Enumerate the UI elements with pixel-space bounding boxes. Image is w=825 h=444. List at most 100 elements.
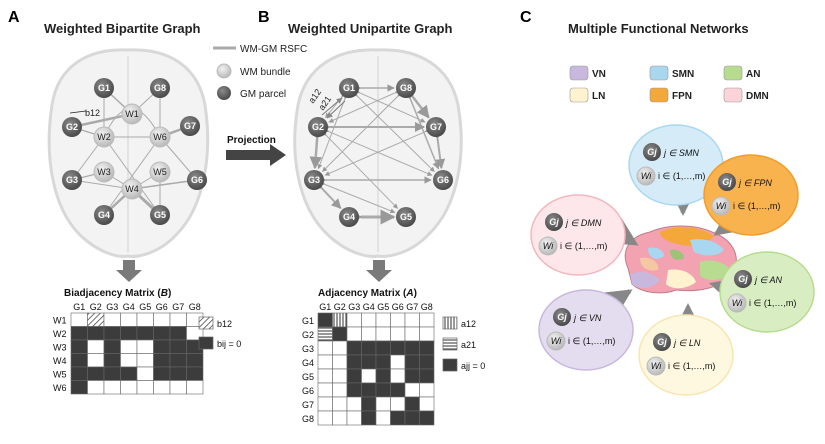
cell-w6-g7 [169, 380, 187, 395]
col-header-g6: G6 [392, 302, 404, 312]
cell-w2-g5 [136, 326, 154, 341]
legend-net-dmn: DMN [746, 91, 769, 102]
legend-swatch-vn [569, 65, 589, 81]
legend-swatch-dark [442, 358, 458, 372]
node-label: G2 [312, 122, 324, 132]
legend-net-ln: LN [592, 91, 605, 102]
cell-w5-g3 [103, 366, 121, 381]
wm-range: i ∈ (1,…,m) [733, 201, 780, 211]
gm-node-label: G1 [98, 83, 110, 93]
panel-b-letter: B [258, 9, 270, 26]
row-header-g4: G4 [302, 358, 314, 368]
gm-node-g7 [180, 116, 200, 136]
gm-icon-label: Gj [722, 177, 732, 187]
cell-g5-g7 [404, 368, 420, 384]
wm-node-label: W3 [97, 167, 111, 177]
legend-swatch-fpn [649, 87, 669, 103]
panel-a-letter: A [8, 9, 20, 26]
cell-w6-g2 [87, 380, 105, 395]
network-membership: j ∈ AN [754, 275, 783, 285]
network-membership: j ∈ DMN [565, 218, 602, 228]
cell-g7-g3 [346, 396, 362, 412]
legend-swatch-diag [198, 316, 214, 330]
wm-node-w4 [121, 178, 143, 200]
cell-g8-g6 [390, 410, 406, 426]
node-label: G4 [343, 212, 355, 222]
cell-g5-g5 [375, 368, 391, 384]
node-label: G5 [400, 212, 412, 222]
gm-icon-label: Gj [549, 217, 559, 227]
wm-icon-label: Wi [543, 241, 554, 251]
cell-w1-g7 [169, 312, 187, 327]
projection: Projection [226, 135, 286, 166]
node-g1 [339, 78, 359, 98]
cell-g2-g1 [317, 326, 333, 342]
row-header-w2: W2 [53, 329, 67, 339]
wm-icon [636, 166, 656, 186]
cell-g2-g5 [375, 326, 391, 342]
cell-g7-g8 [419, 396, 435, 412]
col-header-g4: G4 [363, 302, 375, 312]
row-header-g1: G1 [302, 316, 314, 326]
cell-g8-g7 [404, 410, 420, 426]
cell-g7-g1 [317, 396, 333, 412]
cell-g7-g6 [390, 396, 406, 412]
cell-g4-g7 [404, 354, 420, 370]
projection-label: Projection [227, 135, 276, 146]
gm-node-label: G7 [184, 121, 196, 131]
cell-w1-g5 [136, 312, 154, 327]
edge-a12 [321, 97, 343, 116]
cell-w6-g5 [136, 380, 154, 395]
col-header-g3: G3 [348, 302, 360, 312]
cell-w3-g7 [169, 339, 187, 354]
gm-icon-label: Gj [557, 312, 567, 322]
col-header-g5: G5 [377, 302, 389, 312]
gm-icon-label: Gj [647, 147, 657, 157]
cell-g4-g2 [332, 354, 348, 370]
cell-w2-g6 [153, 326, 171, 341]
cell-w5-g1 [70, 366, 88, 381]
cell-g8-g4 [361, 410, 377, 426]
cell-g1-g8 [419, 312, 435, 328]
cell-w6-g8 [186, 380, 204, 395]
legend-swatch-horiz [442, 337, 458, 351]
gm-node-g8 [150, 78, 170, 98]
row-header-w1: W1 [53, 316, 67, 326]
cell-w4-g6 [153, 353, 171, 368]
cell-w4-g5 [136, 353, 154, 368]
wm-node-w3 [93, 161, 115, 183]
legend-label-a21: a21 [461, 340, 476, 350]
legend-label-b12: b12 [217, 319, 232, 329]
legend-swatch-an [723, 65, 743, 81]
cell-g1-g7 [404, 312, 420, 328]
bubble-dmn [530, 194, 626, 276]
cell-w3-g4 [120, 339, 138, 354]
bubble-vn [538, 289, 634, 371]
legend-wm-label: WM bundle [240, 67, 291, 78]
wm-node-w5 [149, 161, 171, 183]
cell-g6-g3 [346, 382, 362, 398]
cell-w1-g1 [70, 312, 88, 327]
edge-a21 [326, 100, 346, 119]
node-g2 [308, 117, 328, 137]
cell-g3-g4 [361, 340, 377, 356]
panel-c-title: Multiple Functional Networks [568, 21, 749, 36]
gm-node-label: G3 [66, 175, 78, 185]
gm-icon [553, 308, 571, 326]
row-header-g5: G5 [302, 372, 314, 382]
cell-g1-g6 [390, 312, 406, 328]
cell-w3-g3 [103, 339, 121, 354]
brain-illustration [624, 225, 737, 294]
col-header-g5: G5 [139, 302, 151, 312]
cell-w2-g7 [169, 326, 187, 341]
node-g8 [396, 78, 416, 98]
cell-g2-g7 [404, 326, 420, 342]
cell-w4-g2 [87, 353, 105, 368]
cell-g6-g1 [317, 382, 333, 398]
gm-node-g5 [150, 205, 170, 225]
